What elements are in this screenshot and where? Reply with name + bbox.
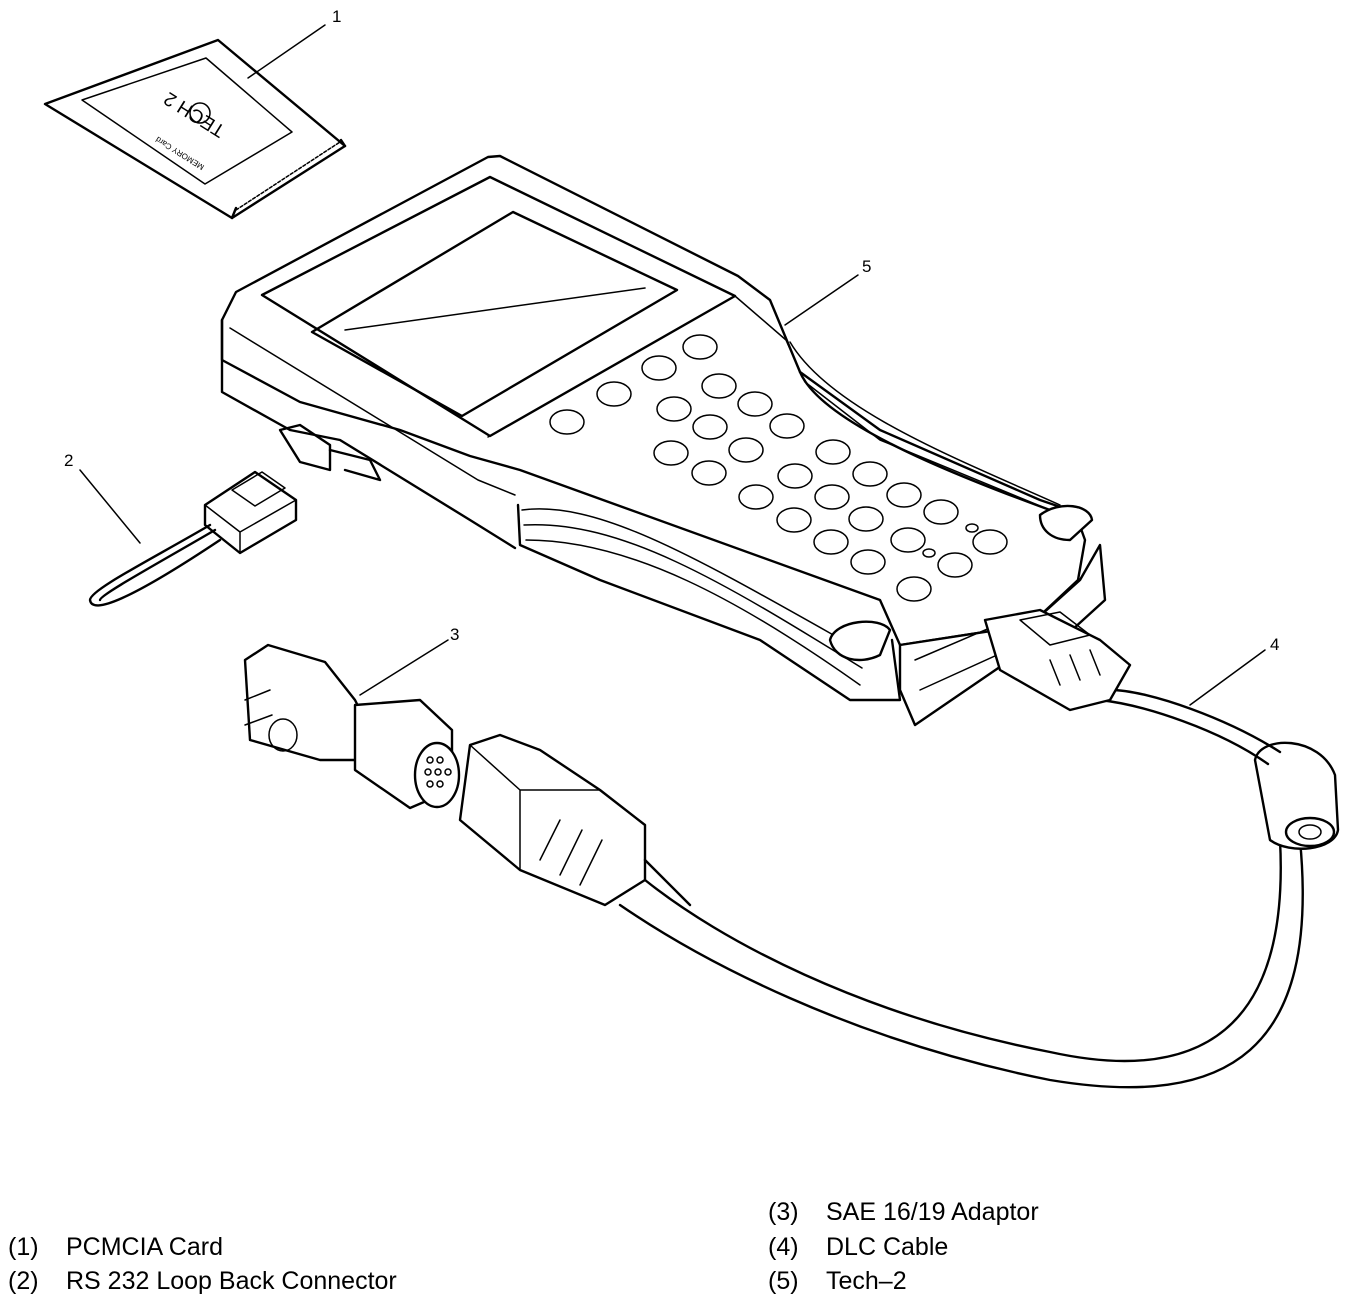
legend-label: RS 232 Loop Back Connector: [66, 1267, 397, 1295]
leader-lines: [79, 24, 1266, 706]
callout-1: 1: [332, 7, 341, 26]
callout-3: 3: [450, 625, 459, 644]
legend-item-5: (5) Tech–2: [768, 1266, 907, 1296]
legend-label: SAE 16/19 Adaptor: [826, 1198, 1039, 1226]
tech2-scan-tool: [220, 154, 1107, 727]
legend-number: (5): [768, 1267, 799, 1295]
legend-item-2: (2) RS 232 Loop Back Connector: [8, 1266, 397, 1296]
legend-item-4: (4) DLC Cable: [768, 1232, 948, 1262]
legend-label: DLC Cable: [826, 1233, 949, 1261]
pcmcia-card: TECH 2 MEMORY Card: [43, 38, 347, 220]
legend-label: Tech–2: [826, 1267, 907, 1295]
legend-number: (1): [8, 1233, 39, 1261]
callout-2: 2: [64, 451, 73, 470]
callout-5: 5: [862, 257, 871, 276]
legend-number: (3): [768, 1198, 799, 1226]
legend-label: PCMCIA Card: [66, 1233, 223, 1261]
legend-number: (2): [8, 1267, 39, 1295]
sae-16-19-adaptor: [243, 643, 461, 810]
legend-number: (4): [768, 1233, 799, 1261]
legend-item-1: (1) PCMCIA Card: [8, 1232, 223, 1262]
legend-item-3: (3) SAE 16/19 Adaptor: [768, 1197, 1039, 1227]
callout-4: 4: [1270, 635, 1279, 654]
dlc-cable: [458, 608, 1340, 1089]
rs232-loopback-connector: [88, 470, 298, 607]
